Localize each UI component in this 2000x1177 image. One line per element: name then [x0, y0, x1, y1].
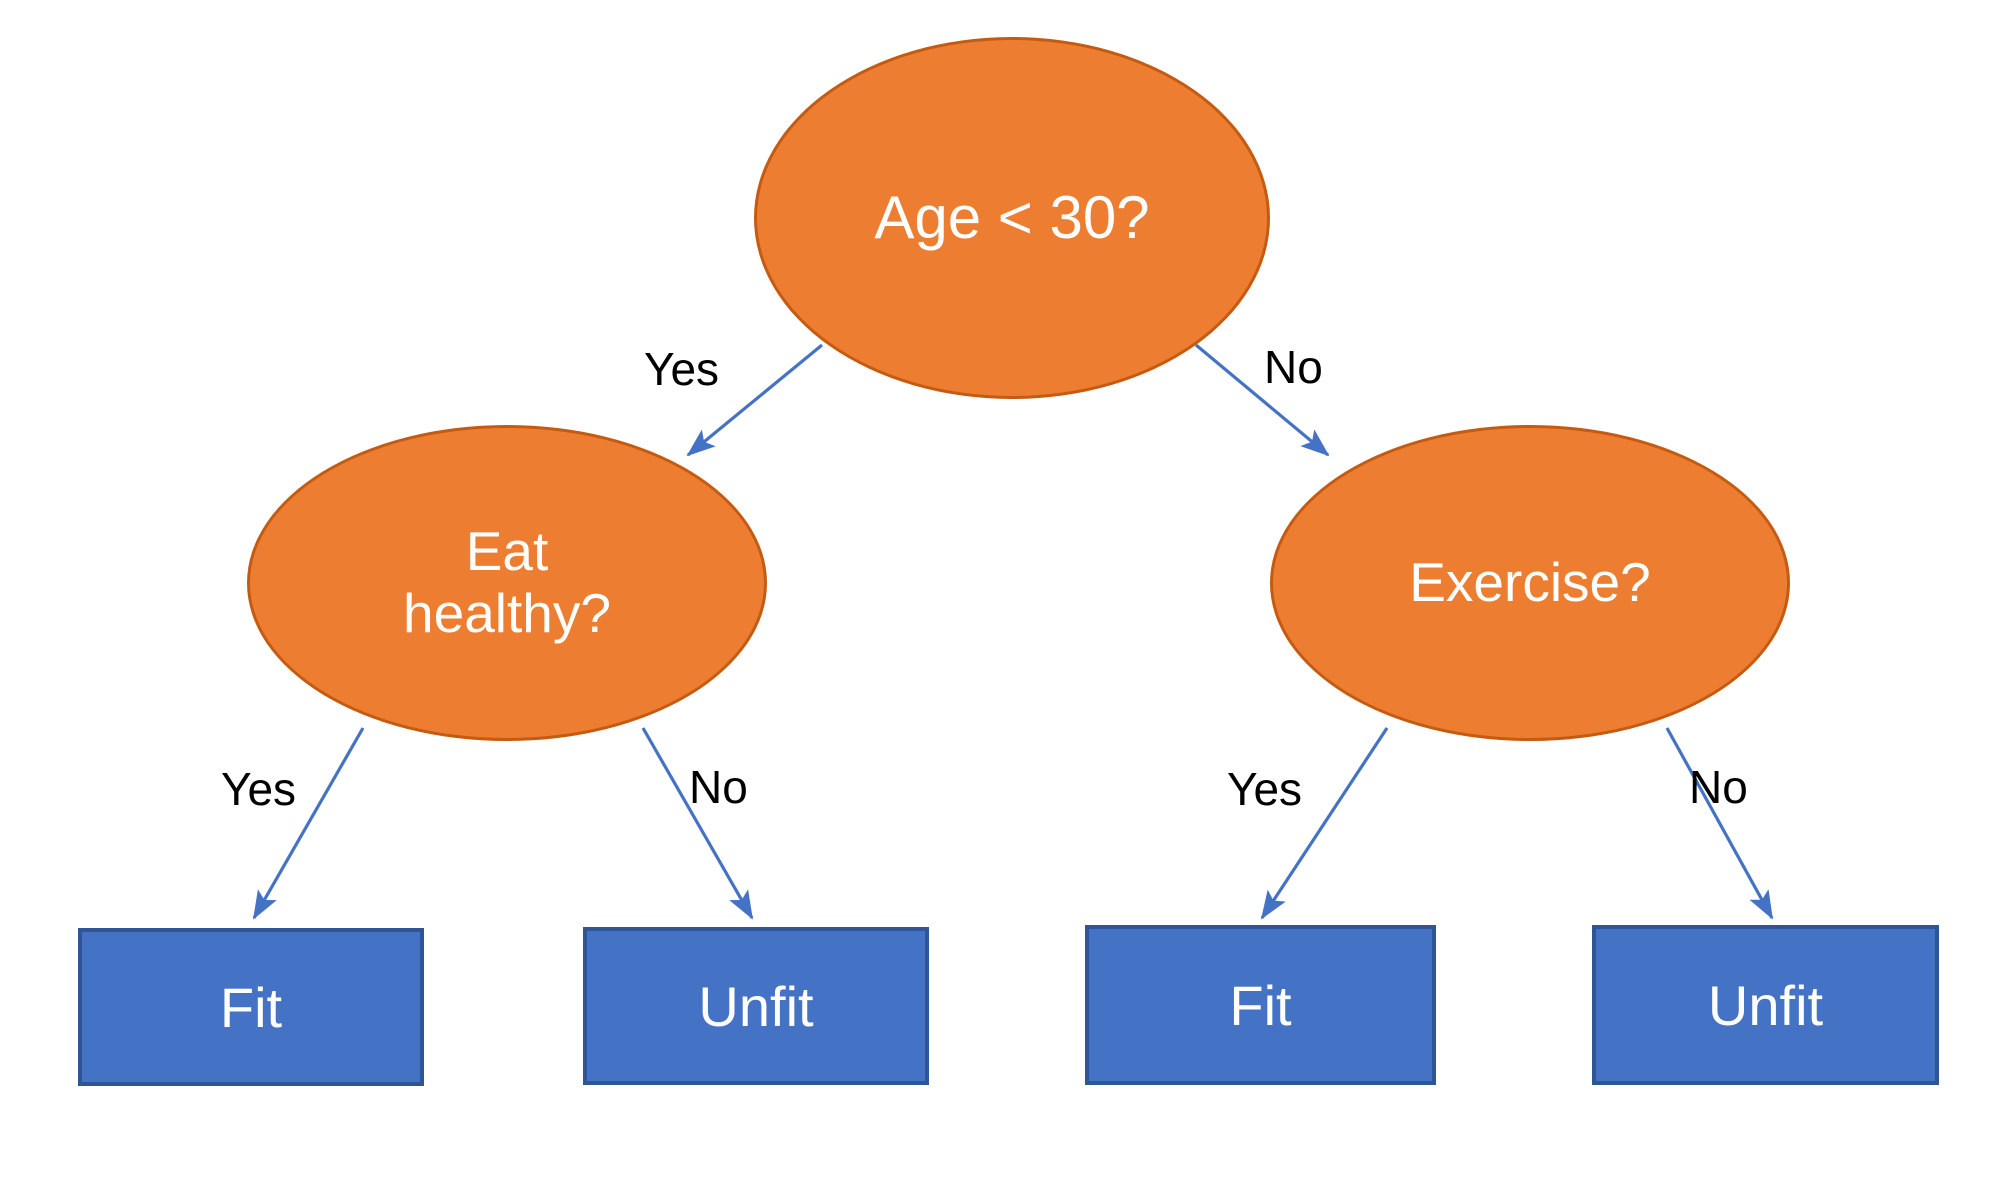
connector-exercise-to-unfit: [1665, 727, 1774, 920]
connector-root-to-eat: [686, 343, 824, 457]
decision-node-eat-healthy[interactable]: Eat healthy?: [247, 425, 767, 741]
connector-root-to-exercise: [1194, 343, 1330, 457]
edge-label-exercise-yes: Yes: [1227, 763, 1303, 815]
edge-label-root-no: No: [1264, 341, 1323, 393]
connector-exercise-to-fit: [1260, 727, 1389, 920]
decision-node-root[interactable]: Age < 30?: [754, 37, 1270, 399]
decision-node-eat-healthy-label: Eat healthy?: [403, 520, 611, 644]
leaf-node-label: Unfit: [698, 974, 814, 1038]
connector-eat-to-unfit: [641, 727, 754, 920]
leaf-node-label: Unfit: [1707, 973, 1824, 1037]
leaf-node-label: Fit: [219, 975, 283, 1039]
leaf-node-unfit-older-no-exercise[interactable]: Unfit: [1592, 925, 1939, 1085]
decision-node-root-label: Age < 30?: [874, 184, 1150, 252]
edge-label-exercise-no: No: [1689, 761, 1748, 813]
edge-label-eat-yes: Yes: [221, 763, 297, 815]
leaf-node-unfit-young-unhealthy[interactable]: Unfit: [583, 927, 929, 1085]
connector-eat-to-fit: [252, 727, 365, 920]
edge-label-eat-no: No: [689, 761, 748, 813]
leaf-node-fit-young-healthy[interactable]: Fit: [78, 928, 424, 1086]
decision-node-exercise-label: Exercise?: [1409, 551, 1651, 614]
leaf-node-label: Fit: [1229, 973, 1292, 1037]
decision-node-exercise[interactable]: Exercise?: [1270, 425, 1790, 741]
edge-label-root-yes: Yes: [644, 343, 720, 395]
leaf-node-fit-older-exercises[interactable]: Fit: [1085, 925, 1436, 1085]
